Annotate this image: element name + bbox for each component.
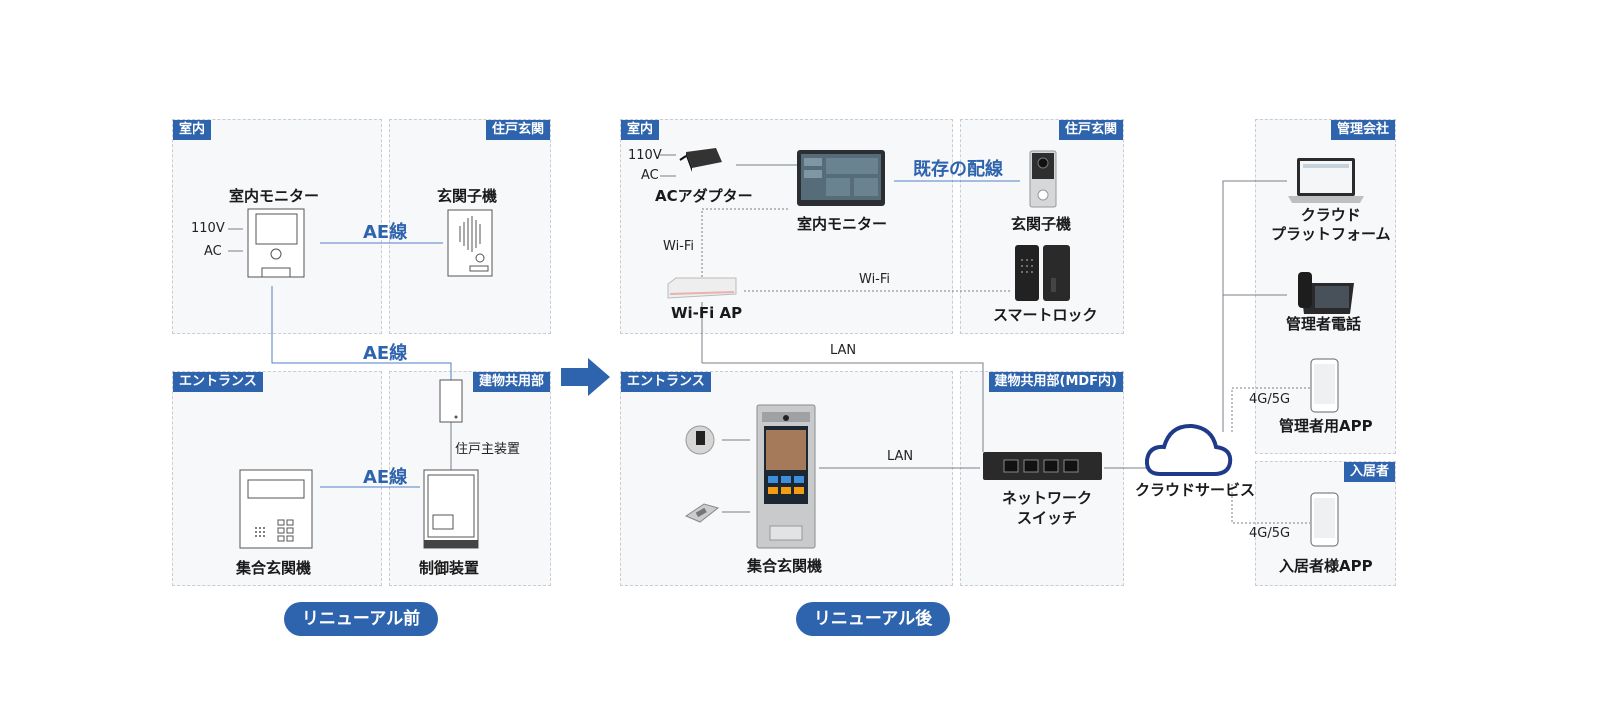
exit-button-icon (685, 425, 715, 455)
zone-tag: 室内 (621, 120, 660, 140)
network-switch-icon (983, 452, 1102, 480)
indoor-monitor-label: 室内モニター (229, 187, 320, 205)
ac-adapter-label: ACアダプター (655, 187, 753, 205)
zone-tag: エントランス (173, 372, 263, 392)
zone-tag: 管理会社 (1330, 120, 1395, 140)
power-ac-label: AC (641, 168, 659, 183)
cloud-icon (1144, 423, 1233, 476)
laptop-icon (1288, 158, 1364, 203)
admin-phone-label: 管理者電話 (1286, 315, 1362, 333)
ip-collective-panel-icon (756, 404, 816, 549)
indoor-monitor-icon (247, 208, 305, 278)
smart-lock-label: スマートロック (993, 306, 1098, 324)
smart-monitor-icon (797, 150, 885, 206)
resident-smartphone-icon (1310, 492, 1339, 547)
door-station-label: 玄関子機 (1011, 215, 1072, 233)
wifi-ap-label: Wi-Fi AP (671, 304, 743, 322)
ae-wire-label: AE線 (363, 222, 408, 243)
network-switch-line2: スイッチ (1017, 509, 1078, 527)
cloud-platform-line2: プラットフォーム (1271, 225, 1391, 243)
cloud-service-label: クラウドサービス (1135, 481, 1256, 499)
lan-link-label: LAN (830, 343, 857, 358)
collective-panel-label: 集合玄関機 (236, 559, 312, 577)
power-ac-label: AC (204, 244, 222, 259)
zone-tag: 入居者 (1343, 462, 1395, 482)
zone-tag: 室内 (173, 120, 212, 140)
power-110v-label: 110V (191, 221, 225, 236)
dwelling-main-label: 住戸主装置 (455, 442, 521, 457)
admin-smartphone-icon (1310, 358, 1339, 413)
cloud-platform-label: クラウド プラットフォーム (1271, 206, 1391, 244)
caption-after: リニューアル後 (796, 602, 950, 636)
zone-tag: 建物共用部(MDF内) (988, 372, 1123, 392)
wifi-link-label: Wi-Fi (663, 239, 695, 254)
network-switch-label: ネットワーク スイッチ (1002, 488, 1092, 528)
existing-wiring-label: 既存の配線 (913, 159, 1003, 180)
desk-phone-icon (1298, 272, 1354, 314)
cellular-link-label: 4G/5G (1249, 392, 1291, 407)
collective-panel-label: 集合玄関機 (747, 557, 823, 575)
door-station-label: 玄関子機 (437, 187, 498, 205)
zone-tag: 建物共用部 (472, 372, 550, 392)
collective-panel-icon (239, 469, 313, 549)
controller-icon (423, 469, 479, 549)
caption-before: リニューアル前 (284, 602, 438, 636)
resident-app-label: 入居者様APP (1279, 557, 1373, 575)
ip-door-station-icon (1029, 150, 1057, 208)
electric-strike-icon (684, 503, 720, 523)
smart-lock-icon (1015, 245, 1070, 301)
ae-wire-label: AE線 (363, 343, 408, 364)
power-110v-label: 110V (628, 148, 662, 163)
network-switch-line1: ネットワーク (1002, 489, 1093, 507)
wifi-link-label: Wi-Fi (859, 272, 891, 287)
cloud-platform-line1: クラウド (1300, 206, 1361, 224)
admin-app-label: 管理者用APP (1279, 417, 1373, 435)
zone-tag: エントランス (621, 372, 711, 392)
ac-adapter-icon (679, 148, 722, 172)
controller-label: 制御装置 (419, 559, 480, 577)
cellular-link-label: 4G/5G (1249, 526, 1291, 541)
ae-wire-label: AE線 (363, 467, 408, 488)
wifi-ap-icon (667, 277, 737, 299)
door-station-icon (447, 209, 493, 277)
indoor-monitor-label: 室内モニター (797, 215, 888, 233)
zone-tag: 住戸玄関 (485, 120, 550, 140)
zone-tag: 住戸玄関 (1058, 120, 1123, 140)
lan-link-label: LAN (887, 449, 914, 464)
dwelling-main-icon (439, 379, 463, 423)
